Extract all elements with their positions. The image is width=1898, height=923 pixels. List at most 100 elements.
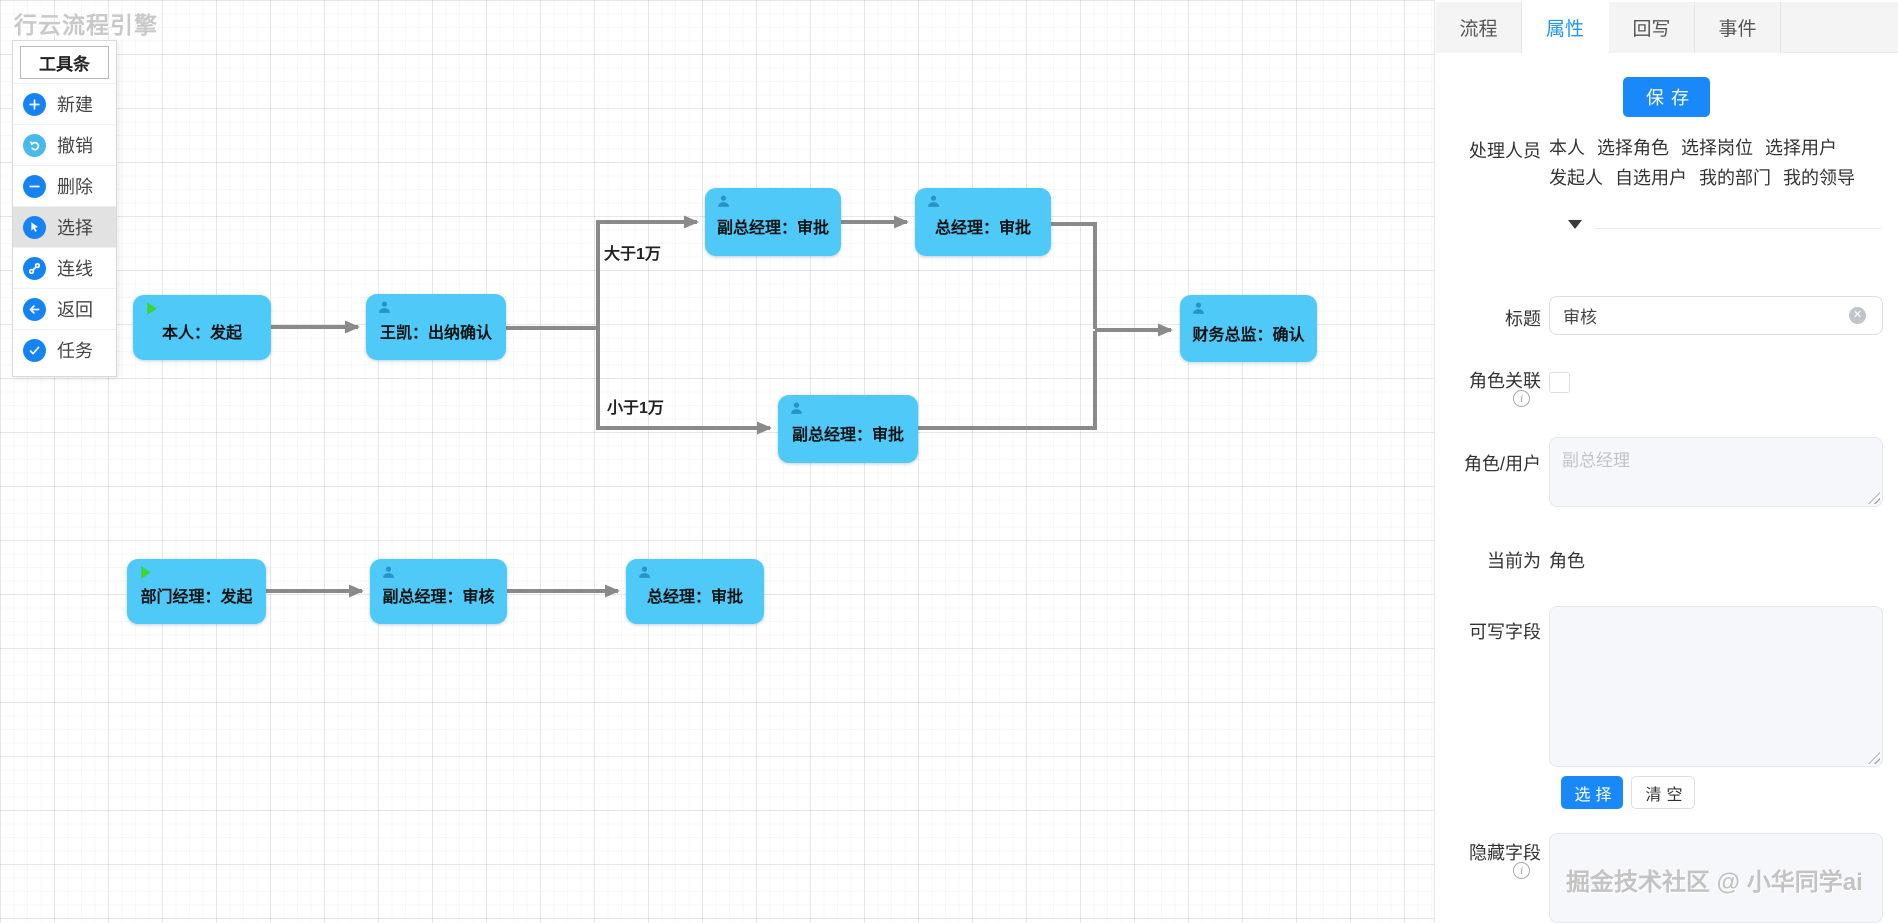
play [147,302,157,315]
person [1193,302,1204,314]
flow-node[interactable]: 副总经理：审核 [370,559,507,624]
flow-node[interactable]: 总经理：审批 [915,188,1051,256]
person [379,301,390,313]
minus-icon [29,185,40,187]
edge-condition-label: 小于1万 [607,400,664,417]
toolbar-panel: 工具条 新建撤销删除选择连线返回任务 [12,40,117,377]
person-icon [380,564,397,581]
toolbar-item-label: 新建 [57,95,93,115]
flow-node[interactable]: 本人：发起 [133,295,271,360]
tab-流程[interactable]: 流程 [1436,2,1522,53]
toolbar-item-撤销[interactable]: 撤销 [13,124,116,165]
node-label: 本人：发起 [161,325,242,343]
flow-canvas[interactable]: 行云流程引擎 工具条 新建撤销删除选择连线返回任务 本人：发起王凯：出纳确认副总… [0,0,1435,923]
current-value: 角色 [1549,551,1585,571]
handler-option-选择角色[interactable]: 选择角色 [1597,138,1669,158]
handler-option-我的领导[interactable]: 我的领导 [1783,168,1855,188]
save-button[interactable]: 保存 [1623,77,1710,117]
toolbar-item-label: 返回 [57,300,93,320]
handler-option-自选用户[interactable]: 自选用户 [1615,168,1687,188]
title-field-label: 标题 [1505,309,1541,329]
info-icon: i [1513,390,1530,407]
tab-属性[interactable]: 属性 [1522,2,1608,53]
flow-node[interactable]: 总经理：审批 [626,559,764,624]
flow-node[interactable]: 部门经理：发起 [127,559,266,624]
handler-option-本人[interactable]: 本人 [1549,138,1585,158]
flow-node[interactable]: 副总经理：审批 [778,395,918,463]
tab-回写[interactable]: 回写 [1609,2,1695,53]
tab-bar-filler [1781,2,1898,52]
arrow-left-icon [29,304,40,314]
toolbar-item-label: 连线 [57,259,93,279]
properties-panel: 流程属性回写事件 保存 处理人员 本人选择角色选择岗位选择用户 发起人自选用户我… [1436,0,1898,923]
minus-icon [23,174,46,198]
undo-icon [23,133,46,157]
handler-option-我的部门[interactable]: 我的部门 [1699,168,1771,188]
handler-option-选择用户[interactable]: 选择用户 [1765,138,1837,158]
toolbar-item-选择[interactable]: 选择 [13,206,116,247]
toolbar-item-新建[interactable]: 新建 [13,83,116,124]
toolbar-item-任务[interactable]: 任务 [13,329,116,370]
credit-watermark: 掘金技术社区 @ 小华同学ai [1566,869,1863,896]
plus-icon [29,98,40,110]
handler-option-发起人[interactable]: 发起人 [1549,168,1603,188]
plus-icon [23,92,46,116]
role-assoc-label: 角色关联 [1469,371,1541,391]
person-icon [1190,300,1207,317]
flow-edge [918,331,1097,430]
edge-condition-label: 大于1万 [604,246,661,263]
toolbar-item-删除[interactable]: 删除 [13,165,116,206]
select-fields-button[interactable]: 选择 [1561,776,1623,809]
collapse-arrow-icon[interactable] [1568,220,1582,229]
toolbar-item-label: 撤销 [57,136,93,156]
node-label: 总经理：审批 [934,220,1031,238]
flow-node[interactable]: 王凯：出纳确认 [366,294,506,360]
title-input[interactable] [1549,296,1883,335]
play-icon [137,564,154,581]
toolbar-title: 工具条 [20,46,109,79]
node-label: 部门经理：发起 [140,589,253,607]
panel-tab-bar: 流程属性回写事件 [1436,2,1898,53]
current-label: 当前为 [1487,551,1541,571]
toolbar-item-返回[interactable]: 返回 [13,288,116,329]
flow-node[interactable]: 财务总监：确认 [1180,295,1317,362]
flow-edges-layer [266,215,1173,598]
role-user-textarea[interactable] [1549,437,1883,507]
handler-option-选择岗位[interactable]: 选择岗位 [1681,138,1753,158]
tab-事件[interactable]: 事件 [1695,2,1781,53]
node-label: 副总经理：审核 [382,589,495,607]
person [639,566,650,578]
engine-title-watermark: 行云流程引擎 [14,12,158,38]
link-icon [28,262,41,274]
clear-input-icon[interactable]: ✕ [1849,307,1866,324]
info-icon: i [1513,862,1530,879]
writable-fields-textarea[interactable] [1549,606,1883,767]
toolbar-item-label: 删除 [57,177,93,197]
person [791,402,802,414]
person [718,195,729,207]
check-icon [29,346,40,354]
person-icon [788,400,805,417]
writable-fields-label: 可写字段 [1469,622,1541,642]
flow-edge [1051,222,1097,329]
person-icon [925,193,942,210]
node-label: 副总经理：审批 [716,220,829,238]
person [928,195,939,207]
role-assoc-checkbox[interactable] [1549,372,1570,393]
node-label: 总经理：审批 [646,589,743,607]
section-divider [1594,228,1881,229]
toolbar-item-连线[interactable]: 连线 [13,247,116,288]
flow-node[interactable]: 副总经理：审批 [705,188,841,256]
hidden-fields-label: 隐藏字段 [1469,843,1541,863]
cursor-icon [23,215,46,239]
node-label: 财务总监：确认 [1192,326,1305,344]
hidden-fields-textarea[interactable] [1549,833,1883,923]
toolbar-item-label: 选择 [57,218,93,238]
person [383,566,394,578]
clear-fields-button[interactable]: 清空 [1631,776,1695,809]
flow-edge [596,215,699,328]
handler-options-row1: 本人选择角色选择岗位选择用户 [1549,133,1889,163]
link-icon [23,256,46,280]
cursor-icon [31,221,39,232]
